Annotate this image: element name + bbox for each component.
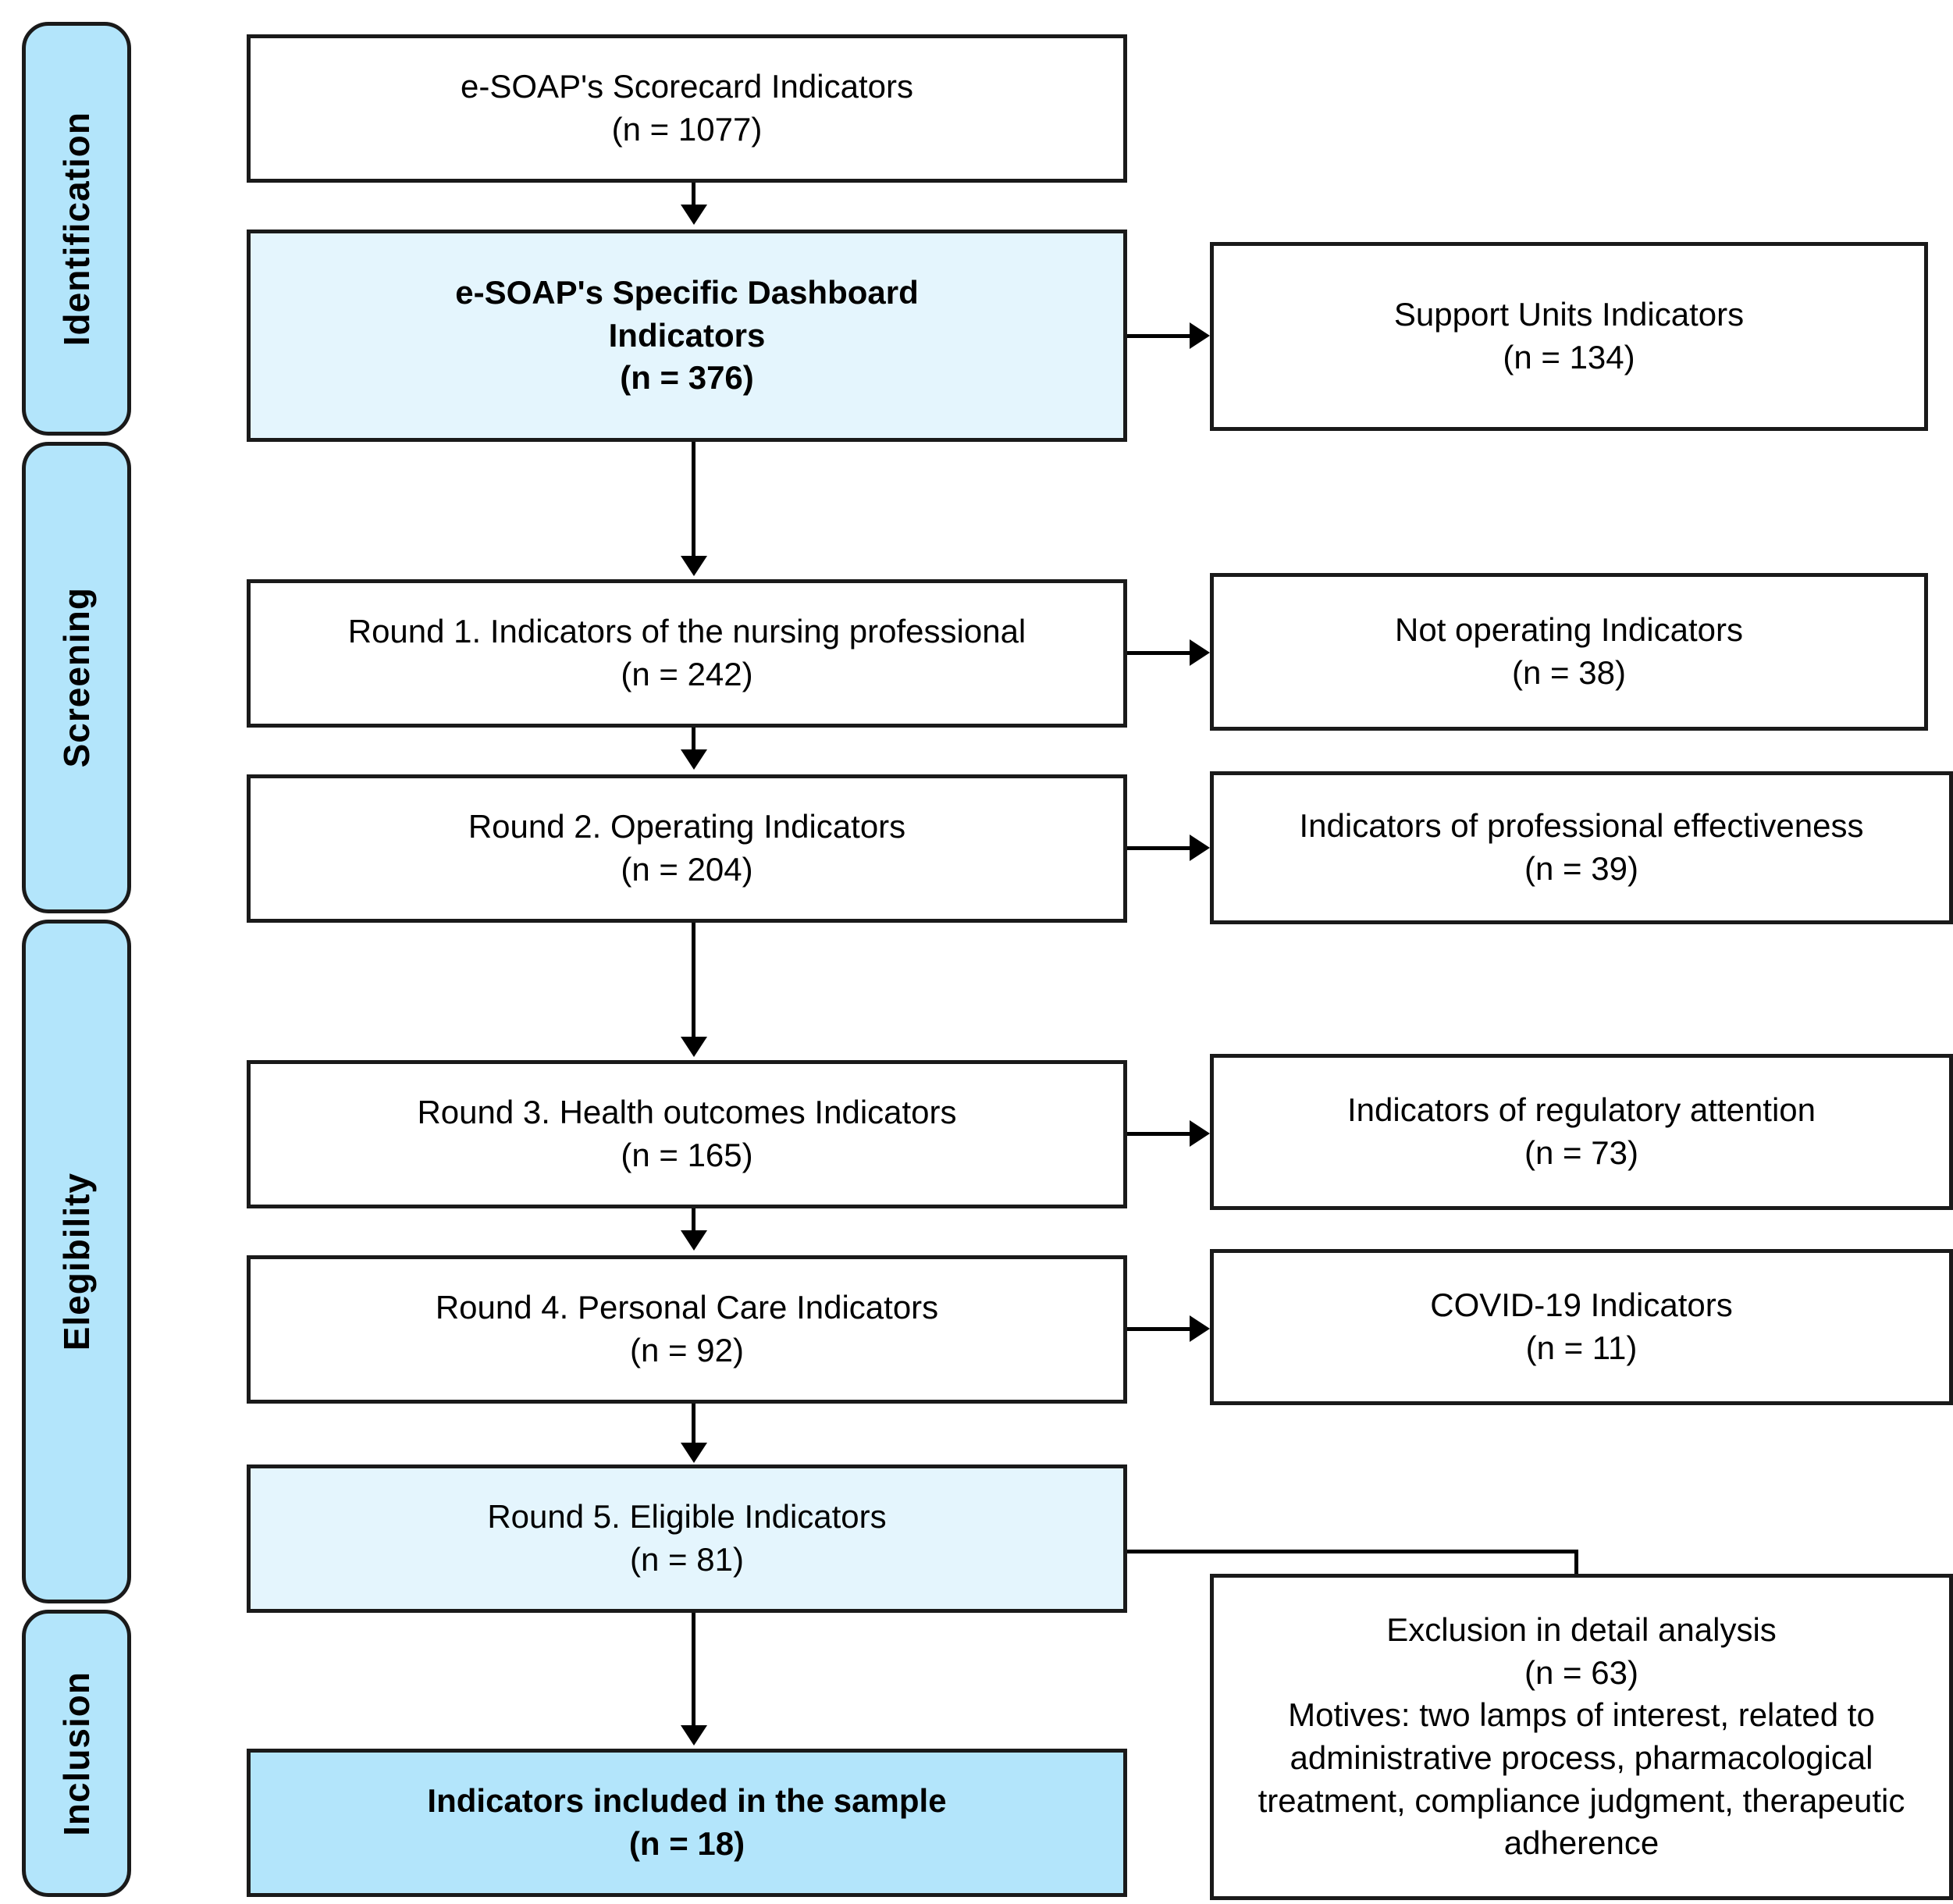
connector-round1-to-not-operating <box>1127 651 1191 655</box>
regulatory-attention-count: (n = 73) <box>1524 1134 1638 1171</box>
round-1-count: (n = 242) <box>621 656 753 692</box>
not-operating-count: (n = 38) <box>1512 654 1626 691</box>
connector-round3-to-round4 <box>692 1208 695 1232</box>
flow-box-round-2: Round 2. Operating Indicators (n = 204) <box>247 774 1127 923</box>
flow-box-round-4: Round 4. Personal Care Indicators (n = 9… <box>247 1255 1127 1404</box>
exclusion-detail-count: (n = 63) <box>1524 1653 1638 1691</box>
round-2-title: Round 2. Operating Indicators <box>468 808 906 845</box>
arrow-round4-to-covid <box>1190 1315 1210 1342</box>
round-1-title: Round 1. Indicators of the nursing profe… <box>347 613 1026 650</box>
specific-dashboard-title-2: Indicators <box>608 316 766 354</box>
not-operating-title: Not operating Indicators <box>1395 611 1743 649</box>
professional-effectiveness-title: Indicators of professional effectiveness <box>1299 807 1864 845</box>
arrow-round1-to-round2 <box>681 749 707 770</box>
exclusion-detail-title: Exclusion in detail analysis <box>1386 1611 1777 1649</box>
round-5-title: Round 5. Eligible Indicators <box>487 1498 887 1536</box>
included-count: (n = 18) <box>628 1825 745 1862</box>
professional-effectiveness-count: (n = 39) <box>1524 850 1638 887</box>
connector-round4-to-covid <box>1127 1327 1191 1331</box>
connector-round3-to-regulatory <box>1127 1132 1191 1136</box>
support-units-count: (n = 134) <box>1503 339 1635 375</box>
scorecard-count: (n = 1077) <box>611 111 763 148</box>
scorecard-title: e-SOAP's Scorecard Indicators <box>461 68 913 105</box>
arrow-round2-to-effectiveness <box>1190 835 1210 861</box>
arrow-round4-to-round5 <box>681 1443 707 1463</box>
stage-label-elegibility: Elegibility <box>56 1172 97 1351</box>
arrow-dashboard-to-round1 <box>681 556 707 576</box>
connector-round4-to-round5 <box>692 1404 695 1444</box>
specific-dashboard-title-1: e-SOAP's Specific Dashboard <box>455 274 919 311</box>
stage-pill-identification: Identification <box>22 22 131 436</box>
exclusion-detail-motives: Motives: two lamps of interest, related … <box>1258 1696 1905 1862</box>
connector-round2-to-effectiveness <box>1127 846 1191 850</box>
flow-box-scorecard: e-SOAP's Scorecard Indicators (n = 1077) <box>247 34 1127 183</box>
included-title: Indicators included in the sample <box>427 1782 947 1820</box>
stage-label-identification: Identification <box>56 111 97 347</box>
arrow-round3-to-round4 <box>681 1230 707 1251</box>
flow-box-support-units: Support Units Indicators (n = 134) <box>1210 242 1928 431</box>
flow-box-round-1: Round 1. Indicators of the nursing profe… <box>247 579 1127 728</box>
round-2-count: (n = 204) <box>621 851 753 888</box>
arrow-round3-to-regulatory <box>1190 1120 1210 1147</box>
support-units-title: Support Units Indicators <box>1393 296 1745 333</box>
connector-round1-to-round2 <box>692 728 695 751</box>
arrow-scorecard-to-dashboard <box>681 205 707 225</box>
stage-pill-screening: Screening <box>22 442 131 913</box>
flow-box-round-3: Round 3. Health outcomes Indicators (n =… <box>247 1060 1127 1208</box>
round-4-count: (n = 92) <box>630 1332 744 1368</box>
flow-box-included: Indicators included in the sample (n = 1… <box>247 1749 1127 1897</box>
flow-box-professional-effectiveness: Indicators of professional effectiveness… <box>1210 771 1953 924</box>
flow-box-exclusion-detail: Exclusion in detail analysis (n = 63) Mo… <box>1210 1574 1953 1900</box>
stage-label-inclusion: Inclusion <box>56 1671 97 1836</box>
round-5-count: (n = 81) <box>630 1541 744 1578</box>
round-3-title: Round 3. Health outcomes Indicators <box>417 1094 957 1131</box>
stage-pill-elegibility: Elegibility <box>22 920 131 1603</box>
flow-box-regulatory-attention: Indicators of regulatory attention (n = … <box>1210 1054 1953 1210</box>
specific-dashboard-count: (n = 376) <box>620 359 754 397</box>
connector-round2-to-round3 <box>692 923 695 1038</box>
round-3-count: (n = 165) <box>621 1137 753 1173</box>
covid-19-count: (n = 11) <box>1525 1329 1638 1366</box>
connector-dashboard-to-round1 <box>692 442 695 557</box>
connector-scorecard-to-dashboard <box>692 183 695 206</box>
regulatory-attention-title: Indicators of regulatory attention <box>1346 1091 1816 1129</box>
stage-label-screening: Screening <box>56 587 97 768</box>
round-4-title: Round 4. Personal Care Indicators <box>435 1289 939 1326</box>
arrow-round2-to-round3 <box>681 1037 707 1057</box>
connector-round5-to-exclusion-horizontal <box>1127 1550 1578 1553</box>
flow-box-covid-19: COVID-19 Indicators (n = 11) <box>1210 1249 1953 1405</box>
connector-dashboard-to-support-units <box>1127 334 1191 338</box>
flow-box-specific-dashboard: e-SOAP's Specific Dashboard Indicators (… <box>247 230 1127 442</box>
connector-round5-to-exclusion-vertical <box>1574 1550 1578 1578</box>
arrow-dashboard-to-support-units <box>1190 322 1210 349</box>
connector-round5-to-included <box>692 1613 695 1727</box>
stage-pill-inclusion: Inclusion <box>22 1610 131 1897</box>
flow-box-not-operating: Not operating Indicators (n = 38) <box>1210 573 1928 731</box>
arrow-round1-to-not-operating <box>1190 639 1210 666</box>
flow-box-round-5: Round 5. Eligible Indicators (n = 81) <box>247 1464 1127 1613</box>
covid-19-title: COVID-19 Indicators <box>1430 1287 1733 1324</box>
arrow-round5-to-included <box>681 1725 707 1746</box>
